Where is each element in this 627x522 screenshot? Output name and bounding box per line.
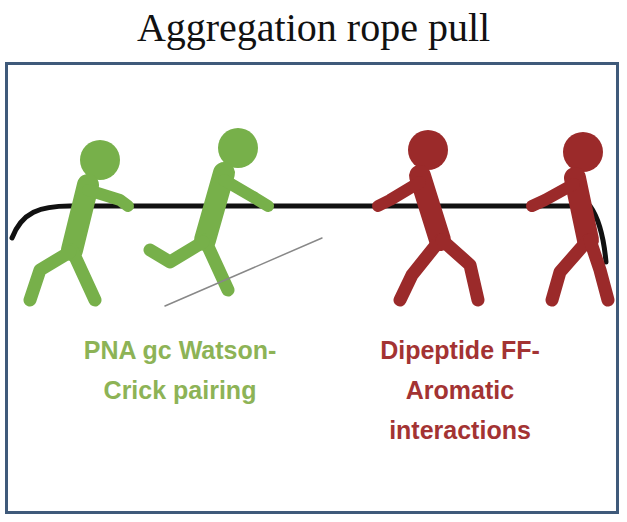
diagram-title: Aggregation rope pull xyxy=(0,4,627,51)
red-figure xyxy=(378,130,478,300)
group-label: PNA gc Watson-Crick pairing xyxy=(75,330,285,410)
red-figure xyxy=(532,132,608,300)
leader-line xyxy=(165,238,322,306)
green-figure xyxy=(150,128,268,290)
illustration-frame: PNA gc Watson-Crick pairing Dipeptide FF-… xyxy=(5,62,619,514)
rope xyxy=(12,206,606,262)
green-figure xyxy=(30,140,128,300)
group-label: Dipeptide FF- Aromatic interactions xyxy=(355,330,565,450)
